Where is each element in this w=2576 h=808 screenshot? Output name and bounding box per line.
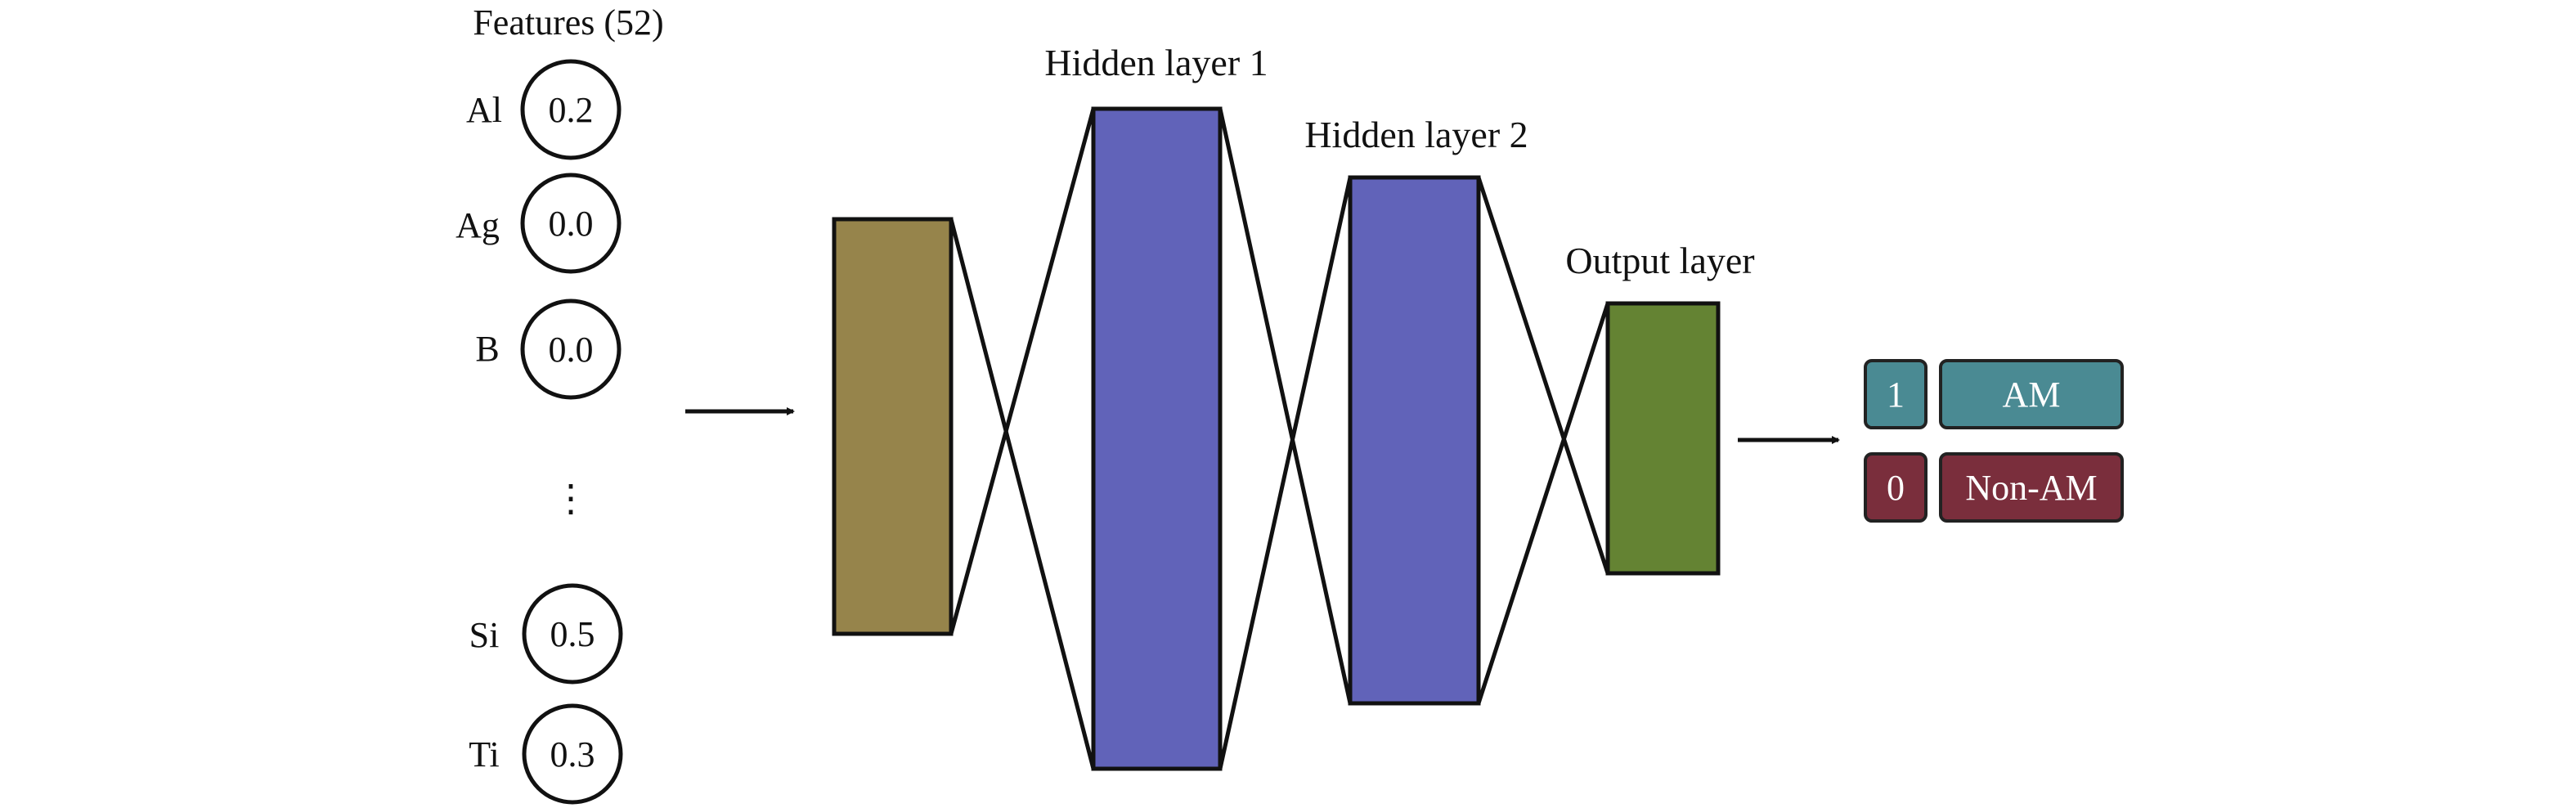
hidden-layer-1-label: Hidden layer 1 bbox=[1044, 42, 1268, 83]
feature-ellipsis: ⋮ bbox=[552, 478, 590, 519]
feature-node bbox=[520, 299, 622, 400]
class-label-box bbox=[1939, 452, 2124, 523]
class-label: Non-AM bbox=[1965, 468, 2097, 508]
feature-name: Al bbox=[466, 90, 502, 130]
output-am: 1 AM bbox=[1864, 359, 2124, 429]
output-layer-label: Output layer bbox=[1565, 240, 1754, 281]
class-label: AM bbox=[2003, 375, 2061, 415]
feature-node bbox=[522, 703, 623, 805]
features-title: Features (52) bbox=[473, 2, 663, 43]
class-code-box bbox=[1864, 452, 1928, 523]
feature-node bbox=[520, 59, 622, 160]
feature-node bbox=[522, 583, 623, 685]
output-layer-box bbox=[1605, 301, 1721, 576]
class-code: 1 bbox=[1887, 375, 1905, 415]
hidden-layer-1-box bbox=[1091, 106, 1223, 771]
feature-name: B bbox=[475, 329, 499, 369]
input-layer-box bbox=[832, 217, 954, 636]
class-label-box bbox=[1939, 359, 2124, 429]
feature-name: Ti bbox=[469, 734, 500, 774]
feature-value: 0.5 bbox=[550, 614, 595, 654]
hidden-layer-2-box bbox=[1348, 175, 1481, 706]
class-code-box bbox=[1864, 359, 1928, 429]
feature-name: Si bbox=[469, 615, 500, 655]
feature-name: Ag bbox=[456, 205, 500, 245]
feature-ti: Ti 0.3 bbox=[469, 703, 623, 805]
connection-line bbox=[949, 108, 1096, 635]
feature-value: 0.0 bbox=[549, 204, 594, 244]
feature-ag: Ag 0.0 bbox=[456, 173, 622, 274]
feature-value: 0.0 bbox=[549, 330, 594, 370]
feature-b: B 0.0 bbox=[475, 299, 622, 400]
feature-al: Al 0.2 bbox=[466, 59, 622, 160]
connection-line bbox=[949, 218, 1096, 770]
connection-line bbox=[1476, 177, 1610, 574]
connection-line bbox=[1218, 108, 1353, 704]
connection-line bbox=[1476, 303, 1610, 704]
hidden-layer-2-label: Hidden layer 2 bbox=[1304, 114, 1528, 155]
feature-node bbox=[520, 173, 622, 274]
feature-si: Si 0.5 bbox=[469, 583, 623, 685]
class-code: 0 bbox=[1887, 468, 1905, 508]
connection-line bbox=[1218, 177, 1353, 770]
layer-connections bbox=[949, 108, 1610, 770]
output-non-am: 0 Non-AM bbox=[1864, 452, 2124, 523]
feature-value: 0.3 bbox=[550, 734, 595, 774]
feature-value: 0.2 bbox=[549, 90, 594, 130]
